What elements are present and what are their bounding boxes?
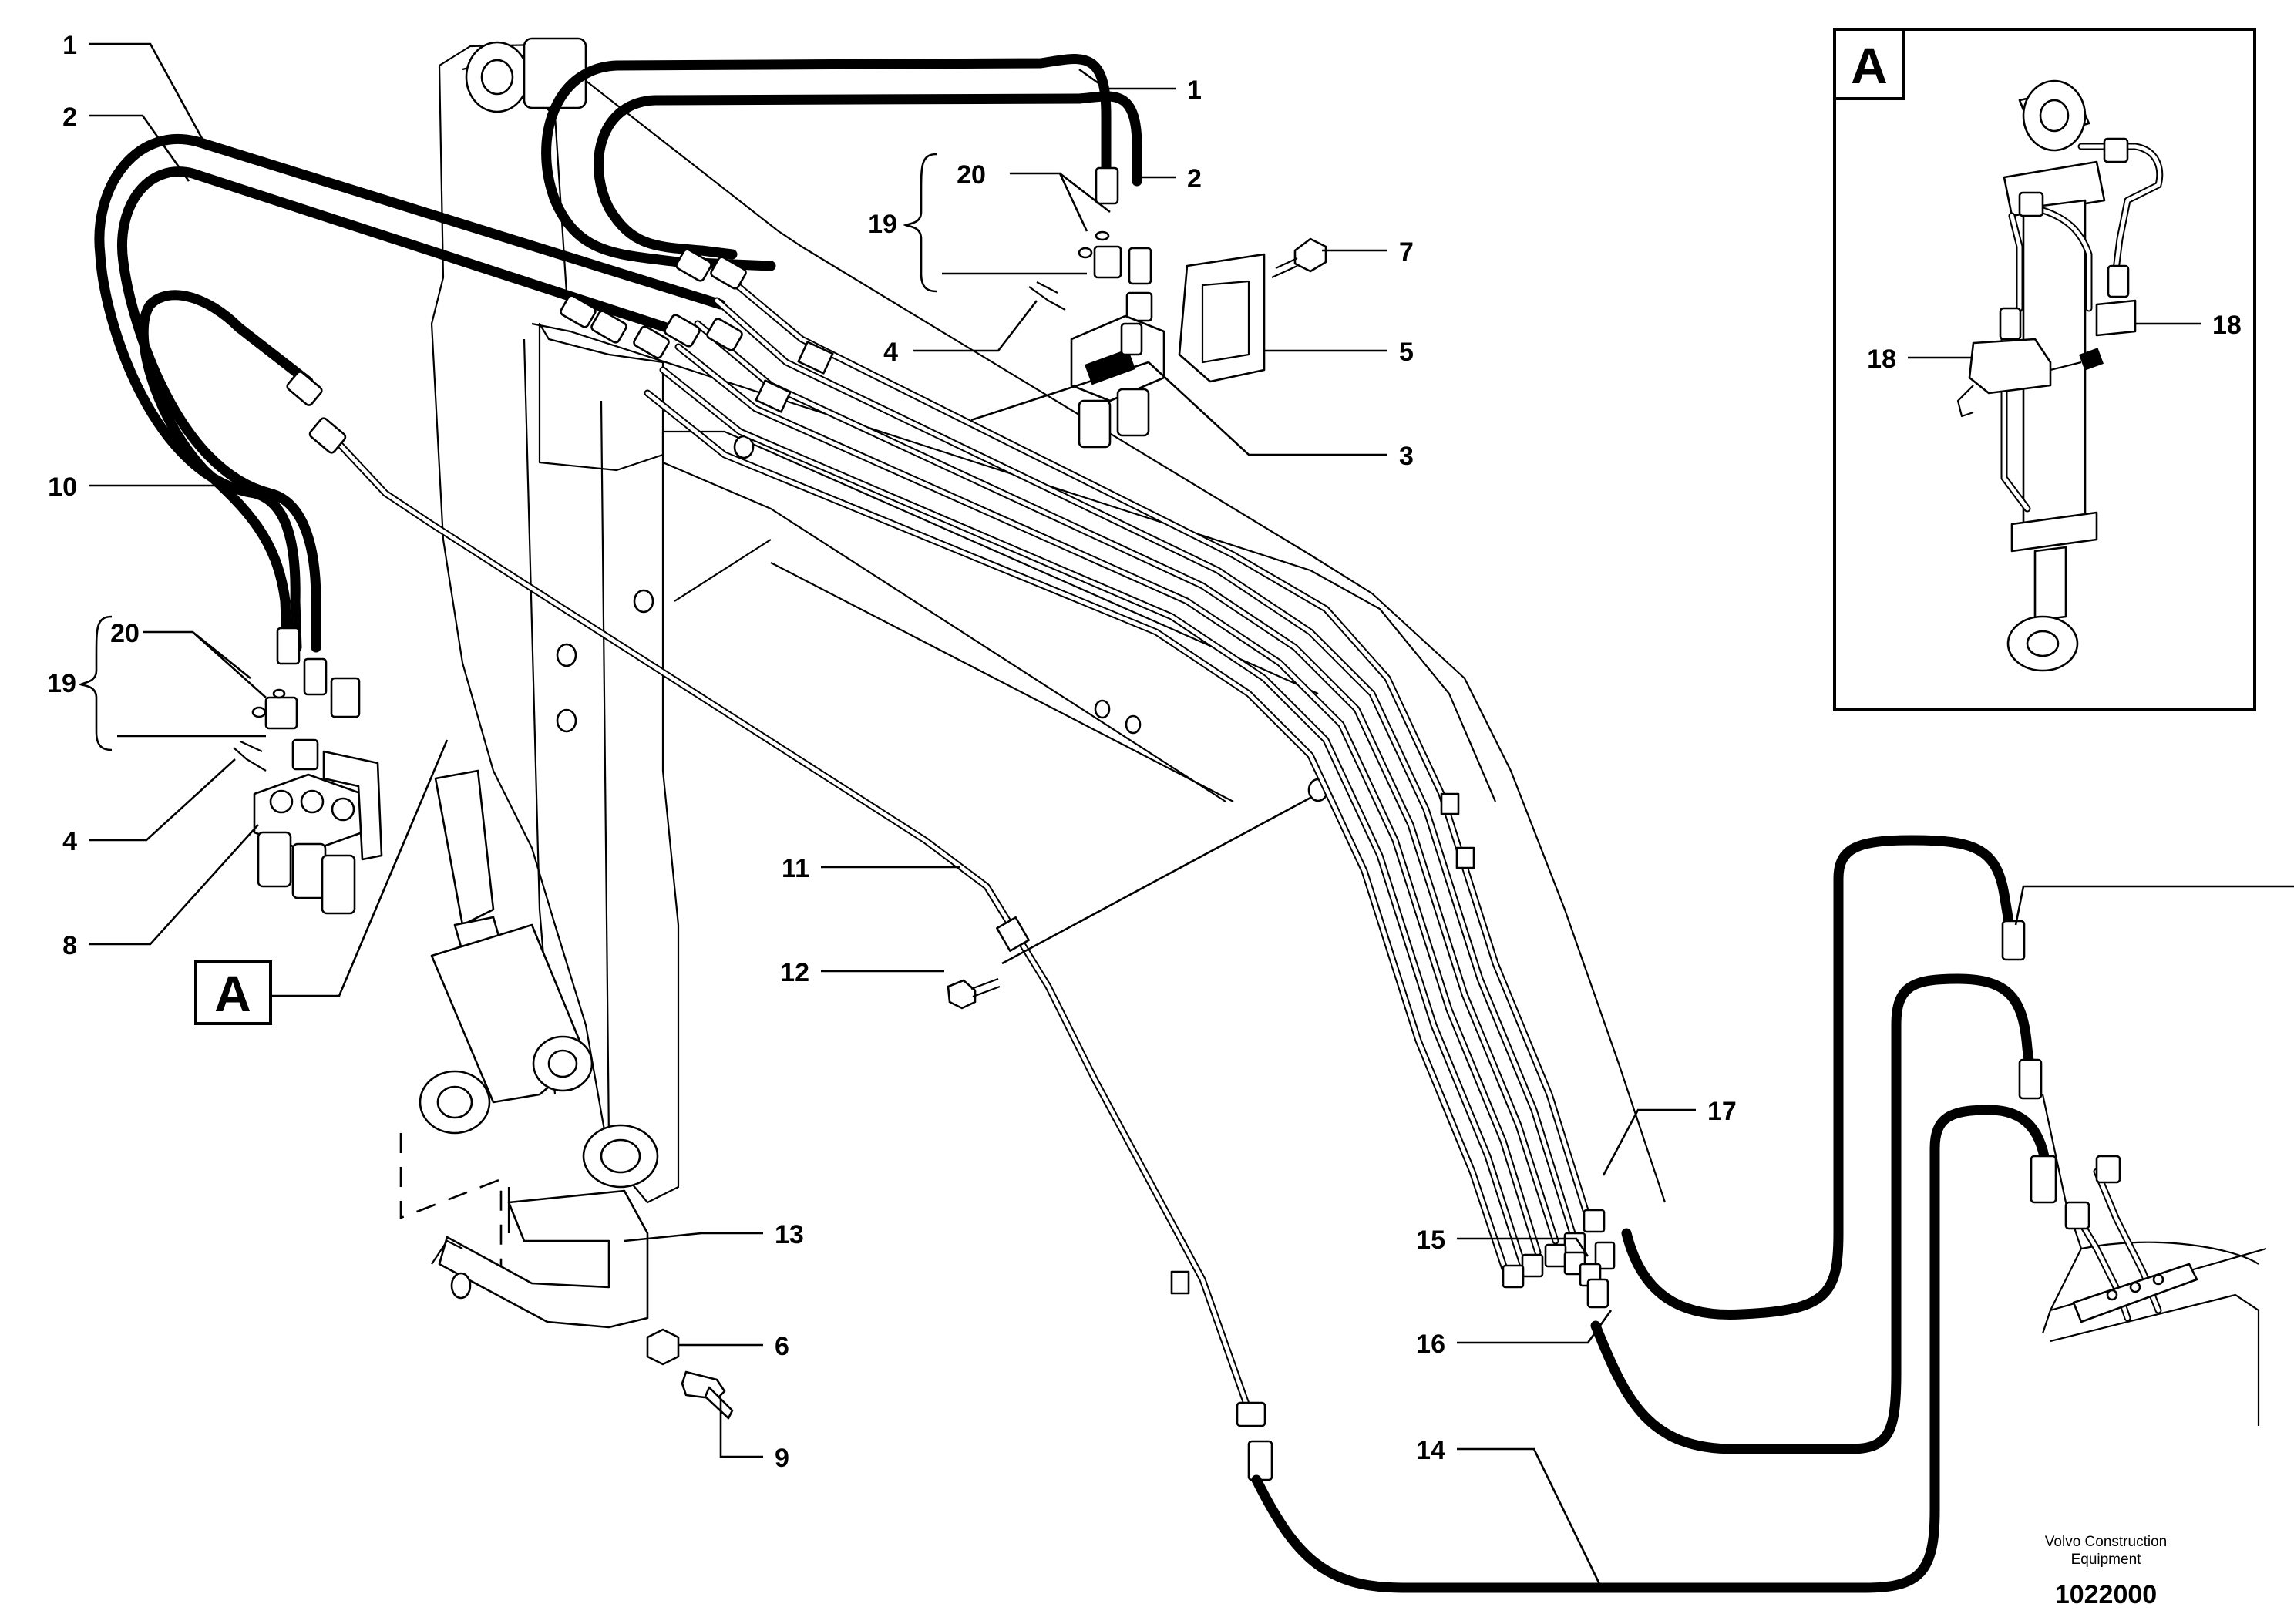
- drawing-number: 1022000: [2055, 1580, 2157, 1609]
- callout-5: 5: [1399, 338, 1414, 367]
- callout-10: 10: [48, 472, 77, 502]
- callout-18-right: 18: [2212, 311, 2242, 340]
- callout-2-right: 2: [1187, 164, 1202, 193]
- callout-19-lower: 19: [47, 669, 76, 698]
- callout-4-lower: 4: [62, 827, 77, 856]
- callout-17: 17: [1707, 1097, 1737, 1126]
- hoses-lower: [1251, 835, 2057, 1593]
- credit-line-1: Volvo Construction: [2045, 1534, 2167, 1550]
- quick-coupler-lower: [253, 750, 383, 915]
- detail-label: A: [1851, 37, 1888, 94]
- bracket-13: [431, 1189, 649, 1329]
- callout-20-lower: 20: [110, 619, 140, 648]
- bolt-12: [947, 977, 1001, 1010]
- callout-labels: 1 2 1 2 20 19 7 4 5 3 10 20 19 4 8 11 12…: [47, 31, 2242, 1473]
- fittings: [233, 166, 1616, 1481]
- callout-leaders: [79, 42, 2294, 1585]
- detail-marker-box: [194, 960, 272, 1025]
- callout-18-left: 18: [1867, 345, 1896, 374]
- hoses-upper: [94, 54, 1142, 653]
- credit-line-2: Equipment: [2071, 1552, 2142, 1568]
- callout-19-upper: 19: [868, 210, 897, 239]
- callout-20-upper: 20: [957, 160, 986, 190]
- callout-2-left: 2: [62, 103, 77, 132]
- detail-label-box: [1833, 28, 1906, 100]
- callout-1-right: 1: [1187, 76, 1202, 105]
- callout-12: 12: [780, 958, 809, 987]
- callout-6: 6: [775, 1332, 789, 1361]
- callout-14: 14: [1416, 1436, 1445, 1465]
- callout-13: 13: [775, 1220, 804, 1249]
- pipes-boom: [328, 277, 1592, 1414]
- callout-9: 9: [775, 1444, 789, 1473]
- footer: Volvo Construction Equipment 1022000: [2045, 1534, 2167, 1609]
- detail-marker-a: A: [194, 739, 449, 1025]
- detail-marker-label: A: [214, 965, 251, 1022]
- callout-4-upper: 4: [883, 338, 898, 367]
- callout-15: 15: [1416, 1226, 1445, 1255]
- callout-1-left: 1: [62, 31, 77, 60]
- nut-6: [646, 1328, 680, 1366]
- callout-8: 8: [62, 931, 77, 960]
- arm-stub: [2041, 1094, 2267, 1426]
- callout-3: 3: [1399, 442, 1414, 471]
- cylinder-drawing: [1956, 79, 2164, 672]
- detail-view-a: A: [1833, 28, 2256, 711]
- callout-11: 11: [782, 854, 809, 883]
- boom-structure: [399, 37, 1667, 1279]
- callout-7: 7: [1399, 237, 1414, 267]
- bolt-9: [681, 1370, 734, 1420]
- callout-16-lower: 16: [1416, 1330, 1445, 1359]
